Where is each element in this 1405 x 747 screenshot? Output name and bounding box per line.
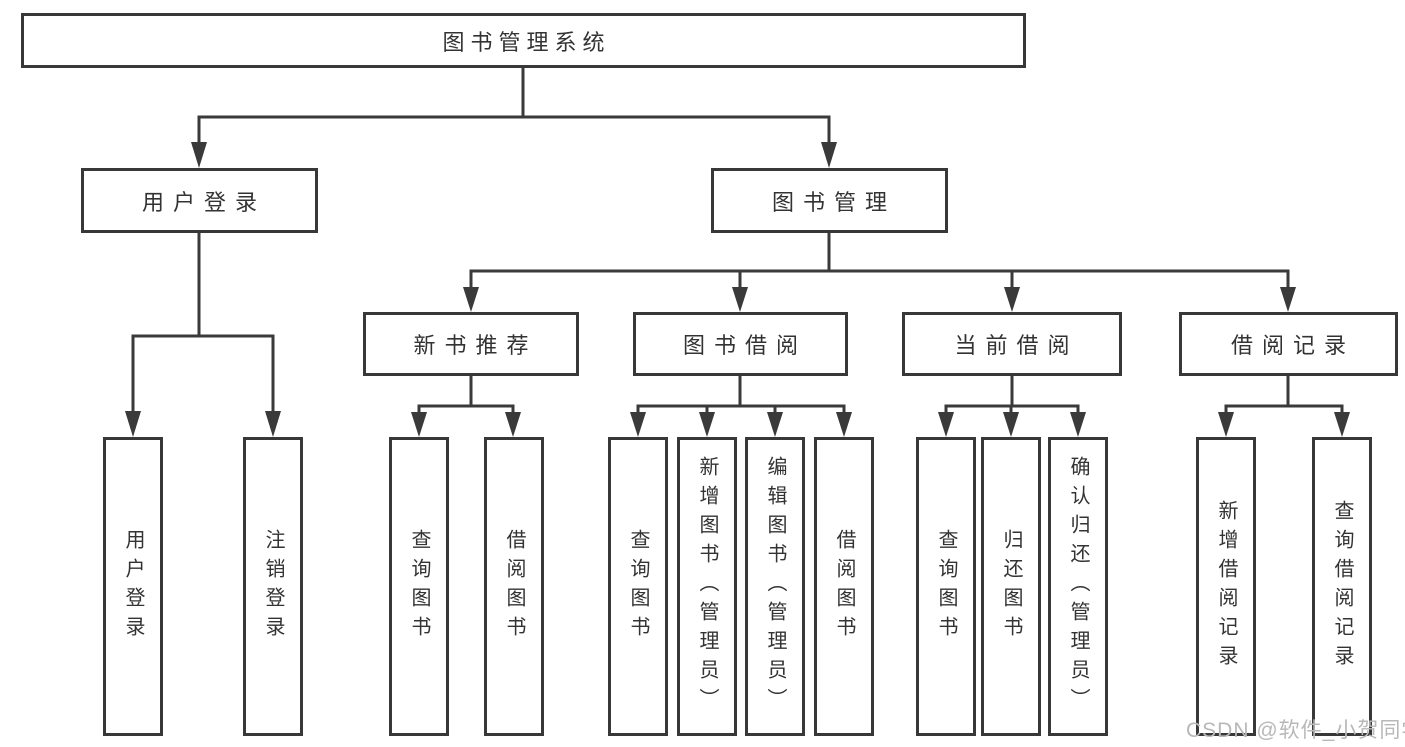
node-confirm-return-admin: 确认归还（管理员） [1048,437,1108,736]
node-add-books-admin: 新增图书（管理员） [677,437,737,736]
node-new-book-recommend: 新书推荐 [363,312,579,376]
node-query-books-borrow-label: 查询图书 [627,528,649,645]
node-borrow-books-recommend: 借阅图书 [484,437,544,736]
node-borrow-books-leaf: 借阅图书 [814,437,874,736]
node-logout-leaf-label: 注销登录 [262,528,284,645]
connector-user-login-children [125,233,281,437]
node-login-leaf: 用户登录 [103,437,163,736]
node-add-books-admin-label: 新增图书（管理员） [696,456,718,717]
node-return-books-label: 归还图书 [1000,528,1022,645]
node-borrow-books-recommend-label: 借阅图书 [503,528,525,645]
node-edit-books-admin-label: 编辑图书（管理员） [764,456,786,717]
connector-new-book-recommend-children [411,376,521,437]
node-query-borrow-record-label: 查询借阅记录 [1331,499,1353,674]
connector-root-to-level2 [191,68,837,168]
node-book-borrow: 图书借阅 [633,312,848,376]
node-new-book-recommend-label: 新书推荐 [413,333,538,358]
node-return-books: 归还图书 [981,437,1041,736]
node-root: 图书管理系统 [21,13,1026,68]
node-edit-books-admin: 编辑图书（管理员） [745,437,805,736]
connector-current-borrow-children [938,376,1086,437]
node-query-books-borrow: 查询图书 [608,437,668,736]
node-add-borrow-record: 新增借阅记录 [1196,437,1256,736]
node-query-books-recommend-label: 查询图书 [408,528,430,645]
node-query-books-current: 查询图书 [916,437,976,736]
node-query-borrow-record: 查询借阅记录 [1312,437,1372,736]
connector-borrow-records-children [1218,376,1350,437]
node-login-leaf-label: 用户登录 [122,528,144,645]
node-borrow-records-label: 借阅记录 [1230,333,1355,358]
node-book-management-label: 图书管理 [771,189,896,215]
node-user-login-label: 用户登录 [141,189,266,215]
node-confirm-return-admin-label: 确认归还（管理员） [1067,456,1089,717]
node-current-borrow: 当前借阅 [902,312,1122,376]
node-book-borrow-label: 图书借阅 [682,333,807,358]
node-add-borrow-record-label: 新增借阅记录 [1215,499,1237,674]
connector-book-borrow-children [630,376,852,437]
connector-book-management-children [463,233,1296,312]
node-user-login: 用户登录 [81,168,318,233]
node-query-books-recommend: 查询图书 [389,437,449,736]
node-book-management: 图书管理 [711,168,948,233]
node-query-books-current-label: 查询图书 [935,528,957,645]
node-current-borrow-label: 当前借阅 [954,333,1079,358]
node-root-label: 图书管理系统 [442,29,611,55]
node-borrow-records: 借阅记录 [1179,312,1398,376]
node-borrow-books-leaf-label: 借阅图书 [833,528,855,645]
node-logout-leaf: 注销登录 [243,437,303,736]
csdn-watermark: CSDN @软件_小贺同学 [1186,719,1405,742]
